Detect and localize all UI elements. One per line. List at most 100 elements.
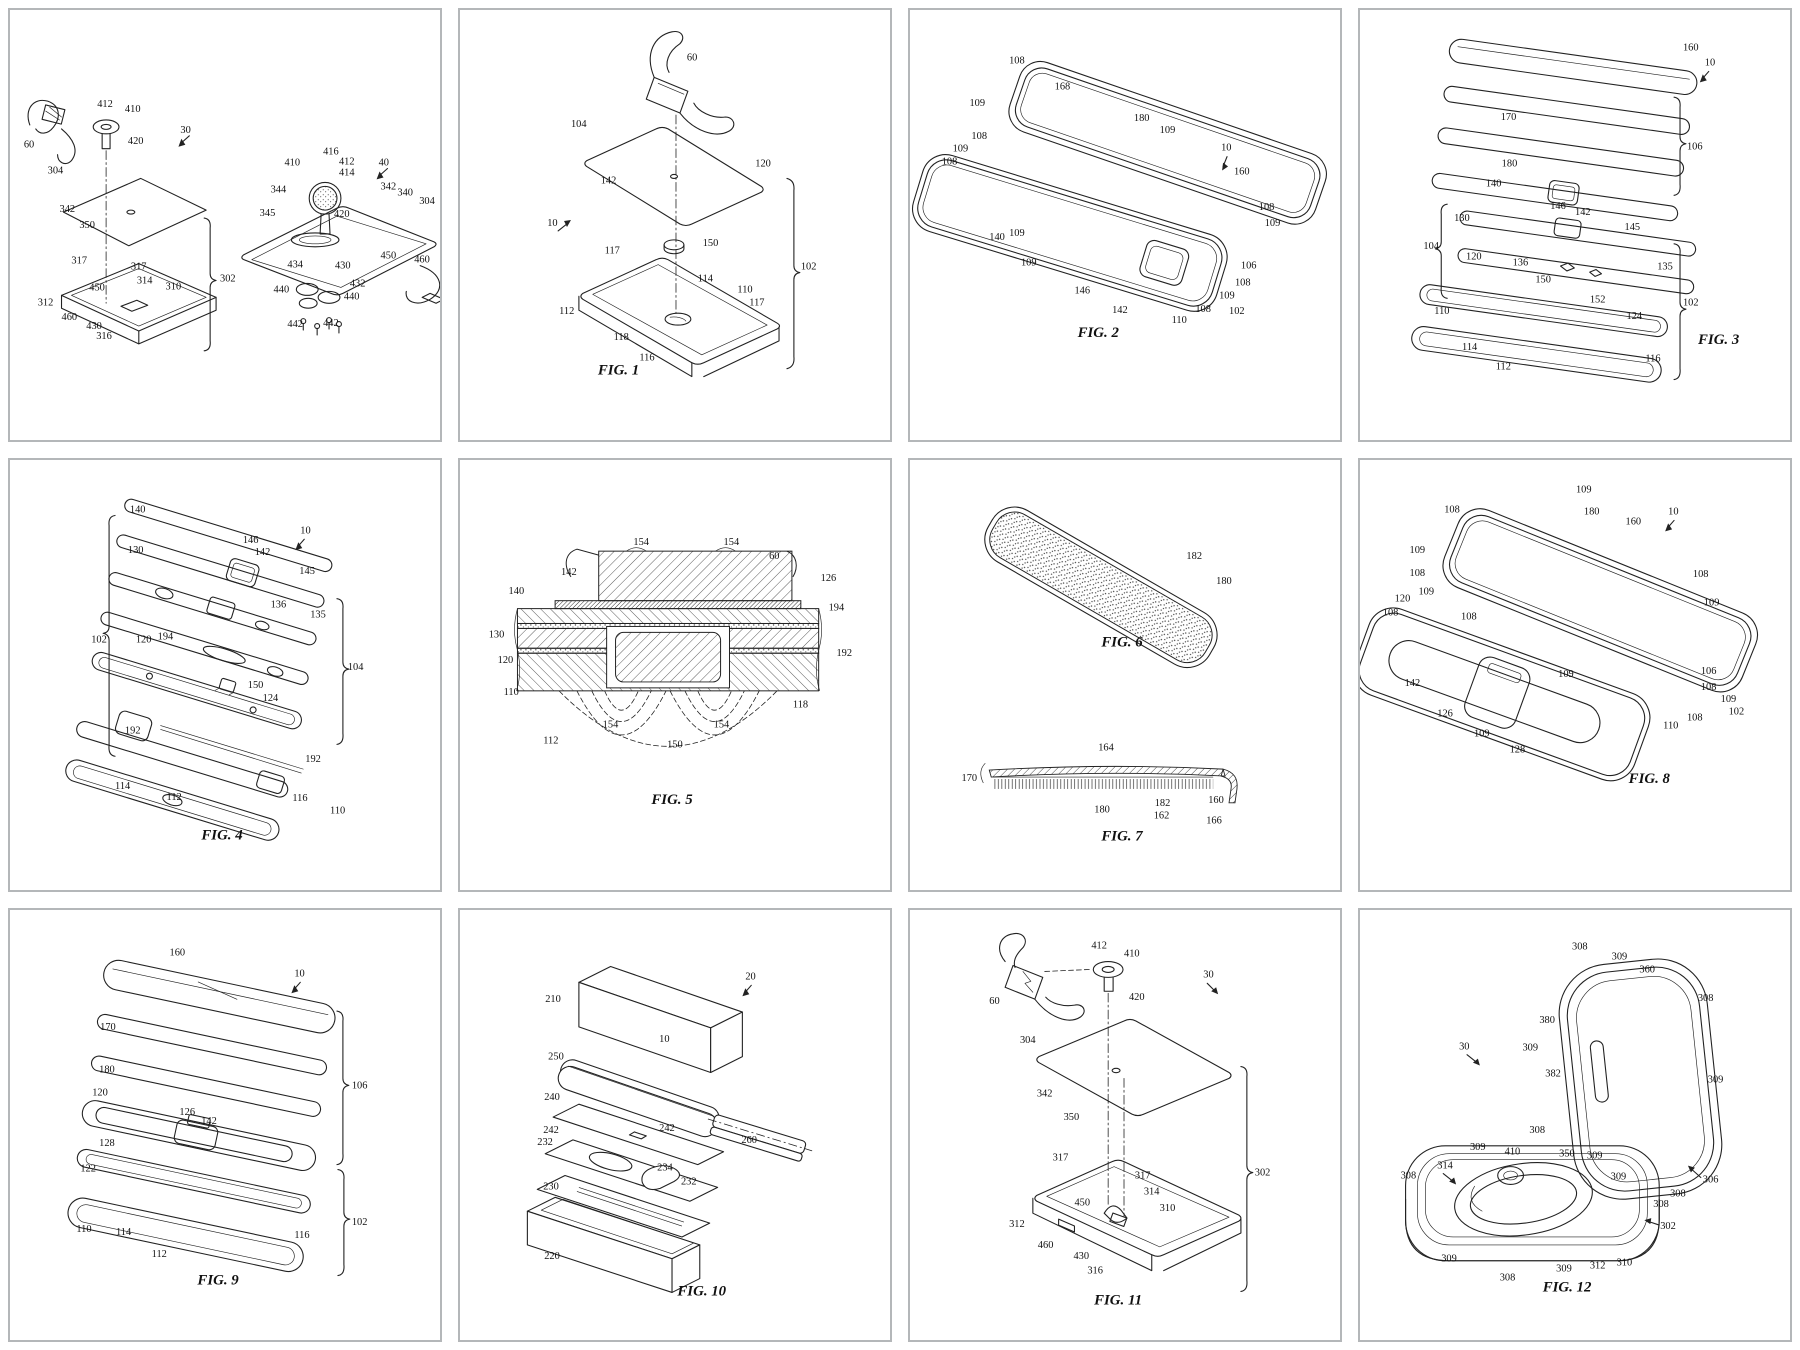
ref-label: 142 xyxy=(601,175,617,186)
ref-label: 109 xyxy=(1160,125,1176,136)
ref-label: 160 xyxy=(1626,516,1642,527)
ref-label: 170 xyxy=(962,773,978,784)
ref-label: 416 xyxy=(323,147,339,158)
ref-label: 306 xyxy=(1703,1174,1719,1185)
ref-label: 116 xyxy=(1645,354,1660,365)
ref-label: 140 xyxy=(1486,178,1502,189)
ref-label: 309 xyxy=(1556,1264,1572,1275)
ref-label: 109 xyxy=(1418,587,1434,598)
ref-label: 108 xyxy=(942,157,958,168)
cross-section xyxy=(514,547,822,692)
ref-label: 40 xyxy=(379,158,389,169)
textured-strip xyxy=(984,506,1218,669)
ref-label: 108 xyxy=(1235,277,1251,288)
ref-label: 314 xyxy=(1437,1161,1453,1172)
ref-label: 450 xyxy=(381,251,397,262)
ref-label: 116 xyxy=(639,353,654,364)
ref-label: 242 xyxy=(659,1123,675,1134)
ref-label: 142 xyxy=(1575,207,1591,218)
ref-label: 114 xyxy=(1462,342,1478,353)
ref-label: 109 xyxy=(1410,545,1426,556)
ref-label: 108 xyxy=(1383,608,1399,619)
ref-label: 360 xyxy=(1639,964,1655,975)
figure-caption: FIG. 12 xyxy=(1542,1279,1592,1295)
ref-label: 350 xyxy=(79,220,95,231)
ref-label: 109 xyxy=(1704,598,1720,609)
ref-label: 160 xyxy=(1208,795,1224,806)
ref-label: 380 xyxy=(1539,1015,1555,1026)
ref-label: 108 xyxy=(1410,568,1426,579)
ref-label: 442 xyxy=(323,318,339,329)
ref-label: 110 xyxy=(1434,306,1449,317)
ref-label: 110 xyxy=(330,806,345,817)
square-case-base-with-band xyxy=(1405,1145,1660,1262)
ref-label: 130 xyxy=(489,629,505,640)
ref-label: 110 xyxy=(1663,721,1678,732)
ref-label: 102 xyxy=(91,634,107,645)
ref-label: 110 xyxy=(76,1224,91,1235)
ref-label: 136 xyxy=(1513,258,1529,269)
ref-label: 194 xyxy=(829,603,845,614)
figure-caption: FIG. 6 xyxy=(1100,634,1143,650)
figure-caption: FIG. 10 xyxy=(676,1283,726,1299)
ref-label: 108 xyxy=(1009,56,1025,67)
ref-label: 180 xyxy=(99,1064,115,1075)
ref-label: 164 xyxy=(1098,742,1114,753)
ref-label: 108 xyxy=(971,131,987,142)
ref-label: 116 xyxy=(292,793,307,804)
ref-label: 10 xyxy=(294,968,304,979)
ref-label: 314 xyxy=(137,275,153,286)
figure-caption: FIG. 8 xyxy=(1628,771,1671,787)
ref-label: 162 xyxy=(1154,811,1170,822)
ref-label: 120 xyxy=(1466,252,1482,263)
ref-label: 126 xyxy=(821,573,837,584)
ref-label: 109 xyxy=(1021,258,1037,269)
ref-label: 112 xyxy=(559,306,574,317)
ref-label: 308 xyxy=(1529,1125,1545,1136)
ref-label: 308 xyxy=(1500,1273,1516,1284)
ref-label: 312 xyxy=(38,297,54,308)
figure-caption: FIG. 7 xyxy=(1100,828,1143,844)
ref-label: 106 xyxy=(1687,142,1703,153)
ref-label: 314 xyxy=(1144,1186,1160,1197)
ref-label: 154 xyxy=(603,720,619,731)
figure-drawing-fig3: FIG. 3 160101701061801401461421301041201… xyxy=(1411,38,1740,383)
ref-label: 308 xyxy=(1572,942,1588,953)
ref-label: 430 xyxy=(1073,1251,1089,1262)
ref-label: 10 xyxy=(1221,143,1231,154)
ref-label: 116 xyxy=(294,1230,309,1241)
ref-label: 106 xyxy=(352,1080,368,1091)
ref-label: 140 xyxy=(509,586,525,597)
ref-label: 160 xyxy=(170,948,186,959)
ref-label: 180 xyxy=(1216,576,1232,587)
flux-field-lines xyxy=(558,690,778,747)
ref-label: 142 xyxy=(1405,678,1421,689)
ref-label: 118 xyxy=(793,700,808,711)
figure-caption: FIG. 2 xyxy=(1077,325,1120,341)
ref-label: 122 xyxy=(80,1164,96,1175)
ref-label: 230 xyxy=(543,1181,559,1192)
ref-label: 30 xyxy=(180,125,190,136)
ref-label: 302 xyxy=(1660,1221,1676,1232)
ref-label: 146 xyxy=(243,535,259,546)
ref-label: 102 xyxy=(801,262,817,273)
band-plate-tray-exploded xyxy=(999,932,1254,1292)
figure-caption: FIG. 11 xyxy=(1093,1292,1142,1308)
